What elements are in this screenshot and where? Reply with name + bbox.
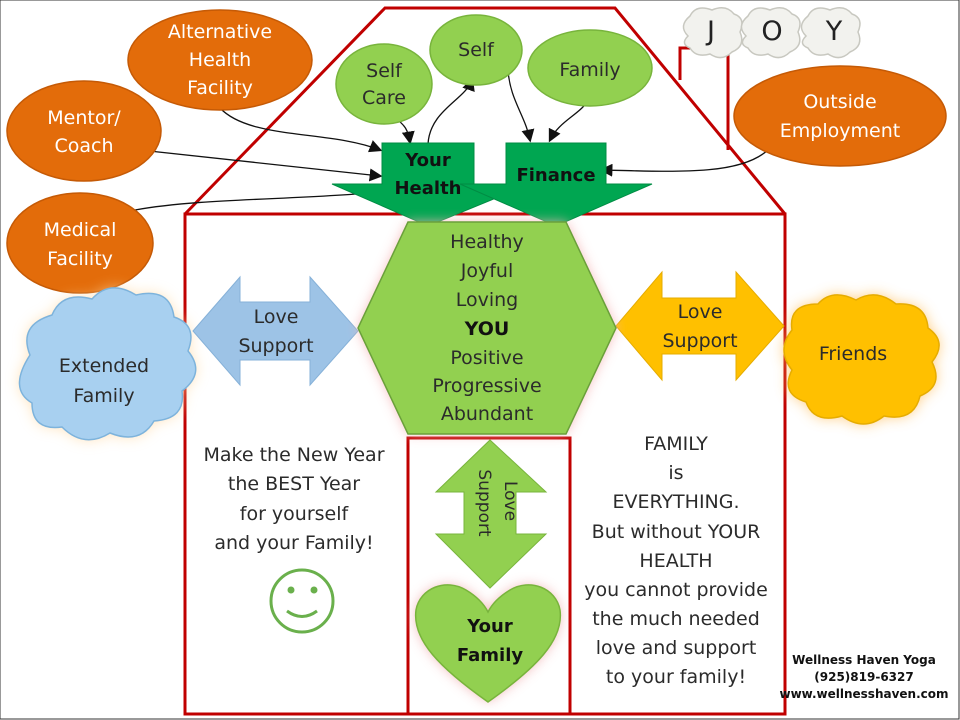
hex-positive: Positive — [450, 347, 523, 369]
love-vertical-line-1: Love — [500, 481, 520, 521]
joy-letter-o: O — [761, 16, 782, 47]
love-right-line-1: Love — [678, 301, 723, 323]
node-self-care: Self Care — [335, 43, 433, 125]
center-hexagon: Healthy Joyful Loving YOU Positive Progr… — [357, 221, 617, 435]
alternative-line-1: Alternative — [168, 21, 272, 43]
hex-healthy: Healthy — [450, 231, 524, 253]
right-message-line-2: is — [668, 462, 683, 484]
connector-medical-to-health — [134, 186, 383, 211]
right-message-line-5: HEALTH — [639, 550, 712, 572]
arrow-finance: Finance — [459, 142, 653, 227]
friends-label: Friends — [819, 343, 887, 365]
medical-line-1: Medical — [44, 219, 117, 241]
right-message-line-4: But without YOUR — [592, 521, 761, 543]
right-message: FAMILY is EVERYTHING. But without YOUR H… — [584, 433, 768, 688]
love-left-line-1: Love — [254, 306, 299, 328]
your-health-line-1: Your — [404, 150, 451, 171]
cloud-friends: Friends — [783, 294, 940, 425]
left-message: Make the New Year the BEST Year for your… — [203, 444, 384, 554]
house-door — [406, 436, 572, 716]
right-message-line-8: love and support — [596, 637, 757, 659]
hex-joyful: Joyful — [460, 260, 513, 282]
left-message-line-3: for yourself — [240, 503, 350, 525]
outside-line-2: Employment — [780, 120, 900, 142]
finance-label: Finance — [516, 165, 595, 186]
love-vertical-line-2: Support — [474, 469, 494, 537]
node-self: Self — [429, 14, 523, 86]
cloud-extended-family: Extended Family — [18, 287, 197, 441]
arrow-love-support-left: Love Support — [192, 275, 359, 387]
medical-line-2: Facility — [47, 248, 113, 270]
node-mentor-coach: Mentor/ Coach — [6, 80, 162, 182]
selfcare-line-1: Self — [366, 60, 403, 82]
hex-progressive: Progressive — [432, 375, 541, 397]
love-right-line-2: Support — [662, 330, 737, 352]
joy-letter-y: Y — [825, 16, 843, 47]
connector-alternative-to-health — [219, 107, 383, 153]
your-health-line-2: Health — [394, 178, 461, 199]
heart-line-2: Family — [457, 645, 523, 666]
outside-line-1: Outside — [803, 91, 876, 113]
footer-name: Wellness Haven Yoga — [792, 653, 936, 667]
smiley-icon — [269, 568, 335, 634]
node-outside-employment: Outside Employment — [733, 65, 947, 167]
right-message-line-9: to your family! — [606, 666, 746, 688]
arrow-love-support-right: Love Support — [615, 270, 785, 382]
footer-contact: Wellness Haven Yoga (925)819-6327 www.we… — [779, 653, 948, 701]
mentor-line-2: Coach — [54, 135, 113, 157]
house-roof — [183, 6, 787, 216]
mentor-line-1: Mentor/ — [47, 107, 121, 129]
self-label: Self — [458, 39, 495, 61]
arrow-love-support-vertical: Love Support — [434, 439, 548, 589]
hex-loving: Loving — [456, 289, 519, 311]
joy-letter-j: J — [705, 16, 715, 47]
love-left-line-2: Support — [238, 335, 313, 357]
left-message-line-2: the BEST Year — [228, 473, 360, 495]
node-alternative-health-facility: Alternative Health Facility — [127, 9, 313, 111]
connector-mentor-to-health — [139, 149, 383, 182]
heart-line-1: Your — [466, 616, 513, 637]
joy-cloud-j: J — [682, 7, 743, 59]
node-family: Family — [527, 29, 653, 107]
footer-website: www.wellnesshaven.com — [779, 687, 948, 701]
right-message-line-6: you cannot provide — [584, 579, 768, 601]
node-medical-facility: Medical Facility — [6, 192, 154, 294]
right-message-line-7: the much needed — [592, 608, 760, 630]
left-message-line-4: and your Family! — [214, 532, 373, 554]
right-message-line-1: FAMILY — [644, 433, 708, 455]
footer-phone: (925)819-6327 — [814, 670, 913, 684]
connector-self-to-finance — [507, 69, 535, 143]
alternative-line-3: Facility — [187, 77, 253, 99]
family-label: Family — [559, 59, 620, 81]
hex-you: YOU — [464, 318, 510, 340]
hex-abundant: Abundant — [441, 403, 533, 425]
alternative-line-2: Health — [189, 49, 251, 71]
connector-health-to-self — [427, 77, 475, 145]
joy-cloud-y: Y — [800, 7, 861, 59]
extended-family-line-1: Extended — [59, 355, 149, 377]
left-message-line-1: Make the New Year — [203, 444, 384, 466]
selfcare-line-2: Care — [362, 87, 406, 109]
joy-cloud-o: O — [740, 7, 801, 59]
right-message-line-3: EVERYTHING. — [612, 491, 739, 513]
arrow-your-health: Your Health — [331, 142, 531, 227]
extended-family-line-2: Family — [73, 385, 134, 407]
connector-outside-to-finance — [599, 149, 769, 177]
heart-your-family: Your Family — [414, 584, 562, 703]
